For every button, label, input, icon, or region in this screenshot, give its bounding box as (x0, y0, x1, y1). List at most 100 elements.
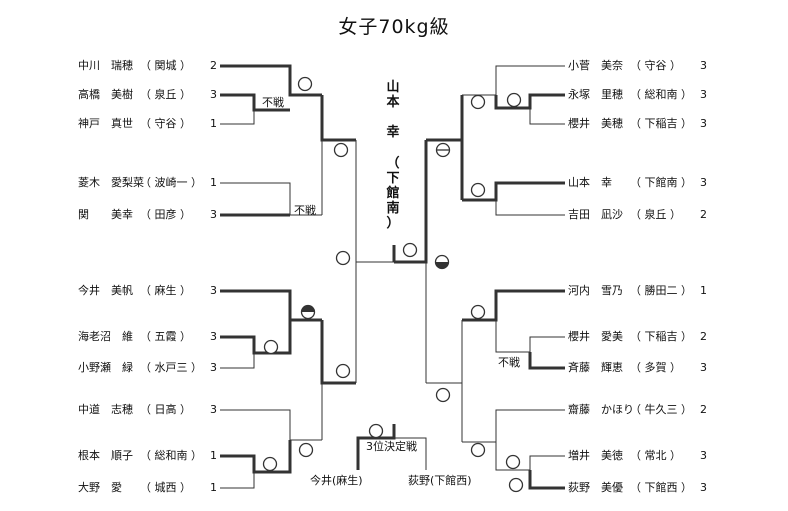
right-entry-1: 小菅 美奈（ 守谷 ）3 (568, 59, 707, 73)
bracket-line (495, 442, 565, 471)
bracket-line (220, 64, 322, 97)
win-mark (335, 363, 351, 379)
win-mark (333, 142, 349, 158)
entry-school: （ 日高 ） (140, 403, 191, 416)
bracket-line (495, 200, 565, 216)
bracket-line (220, 289, 322, 322)
entry-seed: 3 (700, 481, 707, 494)
entry-name: 菱木 愛梨菜 (78, 176, 144, 189)
left-entry-5: 関 美幸（ 田彦 ）3 (78, 208, 217, 222)
bracket-line (462, 289, 565, 322)
left-entry-3: 神戸 真世（ 守谷 ）1 (78, 117, 217, 131)
entry-school-name: 泉丘 (644, 208, 667, 221)
win-mark-fill (301, 305, 315, 312)
entry-seed: 3 (210, 284, 217, 297)
entry-school-name: 勝田二 (644, 284, 678, 297)
entry-seed: 3 (210, 361, 217, 374)
entry-seed: 3 (210, 88, 217, 101)
bracket-line (220, 409, 322, 441)
bracket-line (462, 181, 565, 202)
entry-school: （ 下稲吉 ） (630, 330, 692, 343)
entry-seed: 1 (210, 117, 217, 130)
entry-school: （ 勝田二 ） (630, 284, 692, 297)
win-mark (470, 442, 486, 458)
entry-name: 河内 雪乃 (568, 284, 623, 297)
entry-school-name: 下稲吉 (644, 117, 678, 130)
bracket-line (220, 95, 255, 125)
win-mark (470, 182, 486, 198)
left-entry-1: 中川 瑞穂 （ 関城 ） 2 (78, 59, 217, 73)
left-entry-7: 海老沼 維 （ 五霞 ） 3 (78, 330, 217, 344)
entry-school: （ 総和南 ） (140, 449, 202, 462)
entry-seed: 3 (700, 88, 707, 101)
entry-seed: 3 (700, 361, 707, 374)
entry-seed: 2 (700, 403, 707, 416)
entry-school-name: 麻生 (154, 284, 177, 297)
left-entry-11: 大野 愛（ 城西 ）1 (78, 481, 217, 495)
bracket-line (529, 108, 565, 125)
entry-school-name: 波崎一 (154, 176, 188, 189)
entry-school-name: 牛久三 (644, 403, 678, 416)
win-mark (368, 423, 384, 439)
entry-school-name: 守谷 (644, 59, 667, 72)
entry-school: （ 麻生 ） (140, 284, 191, 297)
entry-name: 中川 瑞穂 (78, 59, 133, 72)
entry-school-name: 下館南 (644, 176, 678, 189)
entry-name: 永塚 里穂 (568, 88, 623, 101)
win-mark-fill (435, 262, 449, 269)
entry-name: 櫻井 愛美 (568, 330, 623, 343)
win-mark (470, 94, 486, 110)
entry-school: （ 総和南 ） (630, 88, 692, 101)
entry-name: 増井 美徳 (568, 449, 623, 462)
entry-seed: 3 (210, 403, 217, 416)
entry-school-name: 泉丘 (154, 88, 177, 101)
entry-name: 大野 愛 (78, 481, 122, 494)
win-mark (506, 92, 522, 108)
entry-school: （ 関城 ） (140, 59, 191, 72)
bracket-line (220, 472, 255, 489)
third-place-right: 荻野(下館西) (408, 474, 472, 487)
bracket-line (394, 437, 427, 470)
entry-seed: 2 (700, 330, 707, 343)
entry-school-name: 総和南 (154, 449, 188, 462)
left-entry-8: 小野瀬 緑（ 水戸三 ）3 (78, 361, 217, 375)
right-entry-4: 山本 幸（ 下館南 ）3 (568, 176, 707, 190)
entry-seed: 1 (210, 481, 217, 494)
win-mark (435, 387, 451, 403)
bye-label-2: 不戦 (294, 204, 316, 217)
right-entry-3: 櫻井 美穂（ 下稲吉 ）3 (568, 117, 707, 131)
entry-seed: 3 (700, 449, 707, 462)
win-mark (263, 339, 279, 355)
entry-seed: 2 (210, 59, 217, 72)
entry-school-name: 総和南 (644, 88, 678, 101)
entry-school: （ 波崎一 ） (140, 176, 202, 189)
page-title: 女子70kg級 (338, 16, 450, 38)
bracket-line (495, 320, 565, 353)
entry-name: 高橋 美樹 (78, 88, 133, 101)
right-entry-8: 斉藤 輝恵（ 多賀 ）3 (568, 361, 707, 375)
win-mark (335, 250, 351, 266)
entry-school-name: 五霞 (154, 330, 177, 343)
bracket-line (220, 182, 322, 216)
entry-school-name: 常北 (644, 449, 667, 462)
champion-name: 山 本 幸 (386, 80, 400, 140)
left-entry-2: 高橋 美樹 （ 泉丘 ） 3 (78, 88, 217, 102)
win-mark (508, 477, 524, 493)
right-entry-10: 増井 美徳（ 常北 ）3 (568, 449, 707, 463)
entry-name: 海老沼 維 (78, 330, 133, 343)
champion: 山 本 幸 （ 下 館 南 ） (380, 80, 406, 231)
win-mark (298, 442, 314, 458)
entry-name: 山本 幸 (568, 176, 612, 189)
entry-school: （ 守谷 ） (630, 59, 681, 72)
entry-school: （ 五霞 ） (140, 330, 191, 343)
entry-name: 吉田 凪沙 (568, 208, 623, 221)
win-mark (402, 242, 418, 258)
entry-seed: 3 (210, 330, 217, 343)
entry-school: （ 泉丘 ） (140, 88, 191, 101)
entry-name: 根本 順子 (78, 449, 133, 462)
win-mark (297, 76, 313, 92)
entry-school-name: 田彦 (154, 208, 177, 221)
bye-label-3: 不戦 (498, 356, 520, 369)
third-place-label: 3位決定戦 (366, 440, 417, 453)
entry-name: 荻野 美優 (568, 481, 623, 494)
